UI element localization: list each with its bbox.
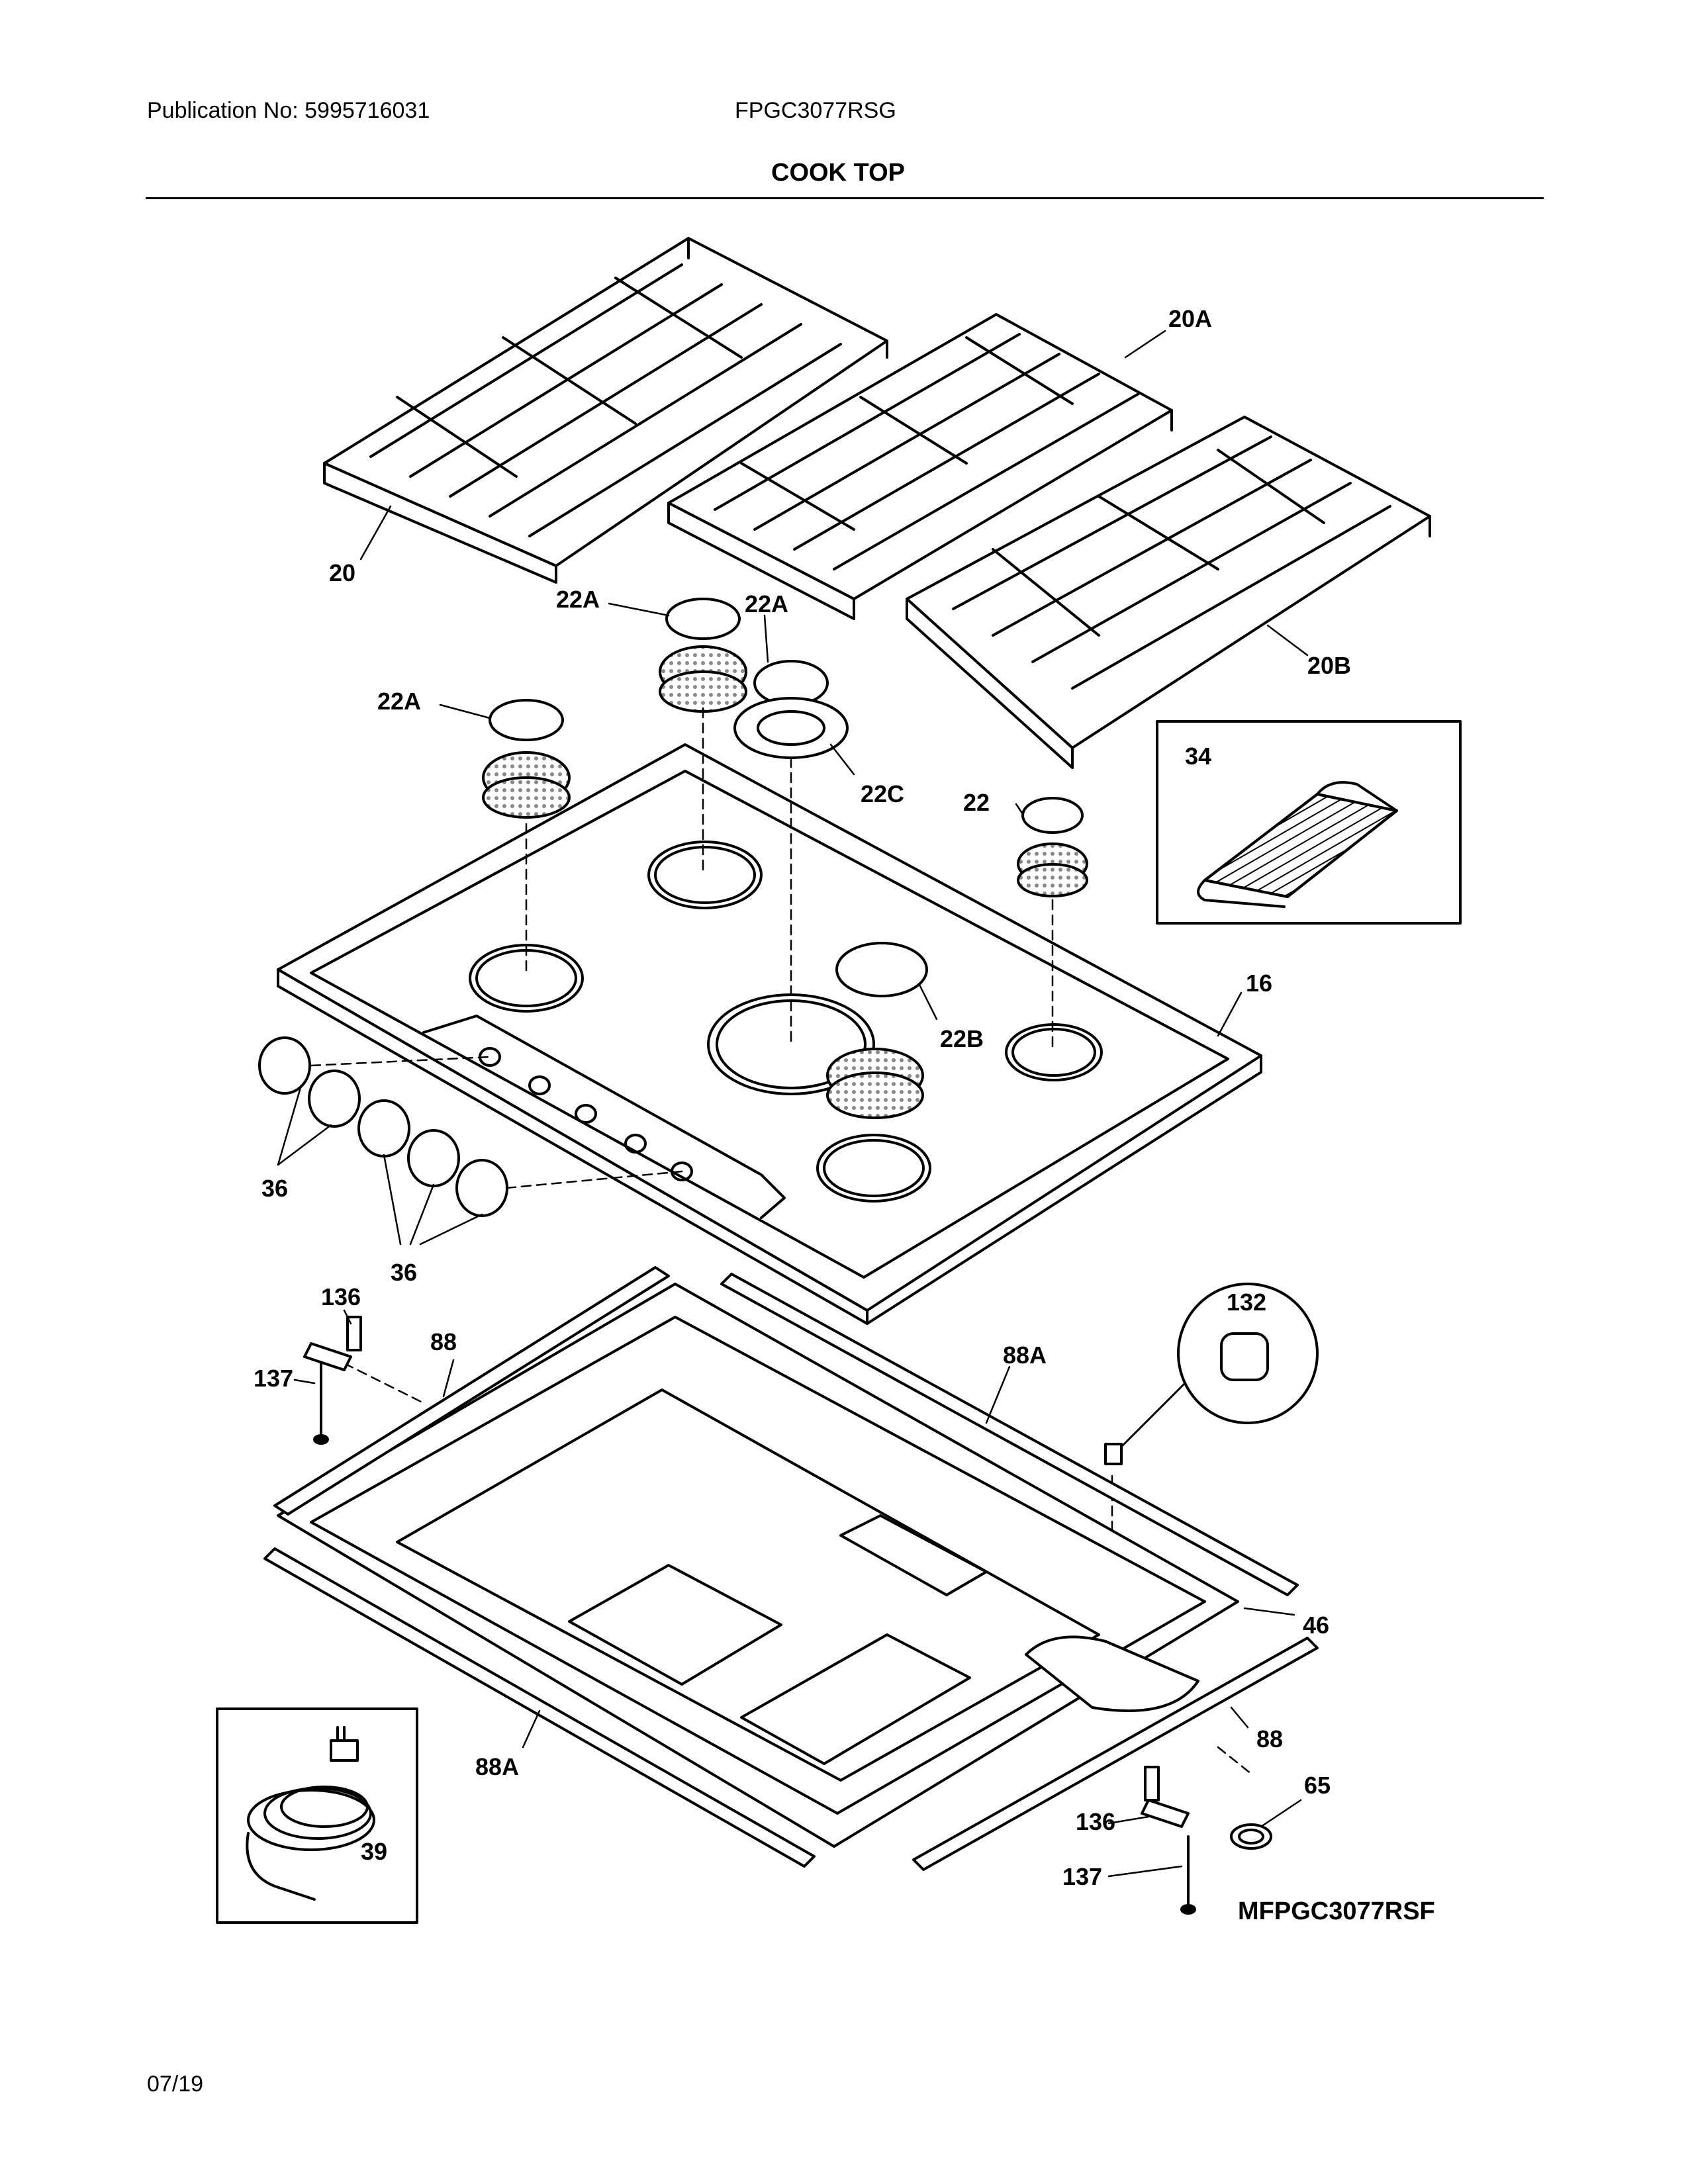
burner-head-22 <box>1017 842 1088 897</box>
burner-head-1 <box>659 645 747 713</box>
control-knobs <box>258 1036 508 1217</box>
bracket-136-bottom <box>1141 1766 1190 1828</box>
screw-137-bottom <box>1180 1835 1196 1915</box>
burner-cap-22a-1 <box>665 598 741 640</box>
callout-39: 39 <box>361 1838 387 1865</box>
figure-code: MFPGC3077RSF <box>1238 1897 1435 1925</box>
callout-132: 132 <box>1227 1289 1266 1316</box>
callout-136-top: 136 <box>321 1283 361 1310</box>
header-rule <box>146 197 1544 199</box>
callout-20a: 20A <box>1168 305 1212 332</box>
burner-cap-22 <box>1021 797 1084 834</box>
grate-right <box>906 416 1431 769</box>
bracket-136-top <box>303 1316 362 1371</box>
callout-22b: 22B <box>940 1025 984 1052</box>
callout-46: 46 <box>1303 1612 1329 1639</box>
power-cord-box <box>216 1707 418 1924</box>
callout-22a-2: 22A <box>745 590 788 617</box>
footer-date: 07/19 <box>147 2071 204 2097</box>
burner-head-3 <box>482 751 571 819</box>
callout-137-top: 137 <box>254 1365 293 1392</box>
burner-cap-22a-3 <box>489 699 564 741</box>
clip-detail-circle <box>1104 1283 1319 1465</box>
screw-137-top <box>313 1362 329 1445</box>
callout-22c: 22C <box>861 780 904 807</box>
callout-22a-3: 22A <box>377 688 421 715</box>
grate-center <box>667 313 1173 620</box>
callout-88a-bottom: 88A <box>475 1753 519 1780</box>
seal-strips <box>263 1266 1319 1871</box>
callout-22: 22 <box>963 789 990 816</box>
section-title: COOK TOP <box>771 159 905 187</box>
callout-22a-1: 22A <box>556 586 600 613</box>
burner-head-large <box>826 1048 924 1119</box>
burner-box <box>277 1283 1239 1848</box>
leader-lines <box>277 330 1309 1878</box>
callout-34: 34 <box>1185 743 1211 770</box>
callout-88a-top: 88A <box>1003 1342 1047 1369</box>
callout-20b: 20B <box>1307 652 1351 679</box>
griddle-detail-box <box>1156 720 1462 925</box>
callout-36-group2: 36 <box>391 1259 417 1286</box>
cooktop-main <box>277 743 1262 1325</box>
callout-137-bottom: 137 <box>1062 1863 1102 1890</box>
callout-88-top: 88 <box>430 1328 457 1355</box>
callout-136-bottom: 136 <box>1076 1808 1115 1835</box>
callout-65: 65 <box>1304 1772 1331 1799</box>
grate-left <box>323 237 888 584</box>
burner-cap-22b <box>835 942 928 997</box>
callout-36-group1: 36 <box>261 1175 288 1202</box>
callout-88-bottom: 88 <box>1256 1725 1283 1752</box>
callout-20: 20 <box>329 559 355 586</box>
ring-65 <box>1230 1823 1272 1850</box>
publication-number: Publication No: 5995716031 <box>147 98 430 123</box>
model-number: FPGC3077RSG <box>735 98 896 123</box>
callout-16: 16 <box>1246 970 1272 997</box>
burner-22c <box>733 697 849 759</box>
